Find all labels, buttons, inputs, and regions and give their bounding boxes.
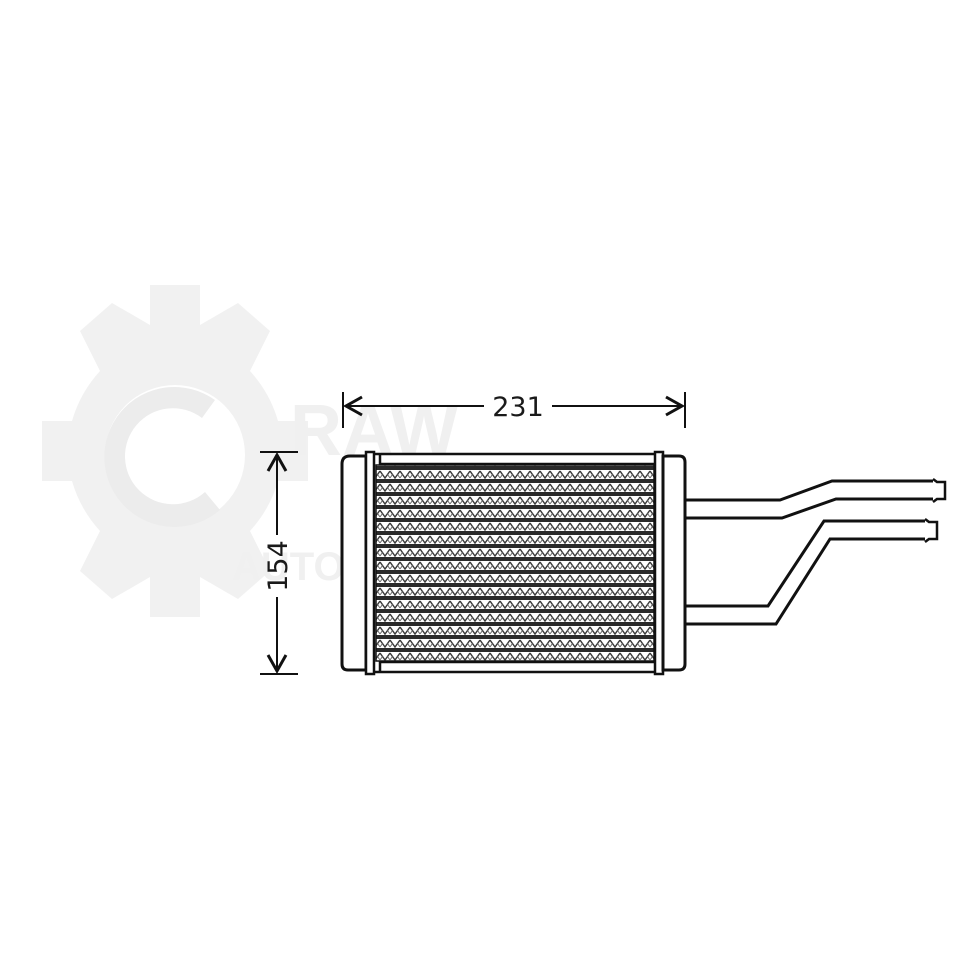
upper-pipe-top-edge [685, 479, 933, 502]
width-dimension-label: 231 [492, 392, 544, 423]
left-tank [340, 454, 368, 672]
height-dimension-label: 154 [263, 540, 294, 592]
fin-matrix [375, 464, 655, 662]
watermark-text-bottom: AUTO [232, 545, 345, 589]
upper-pipe-end [932, 478, 947, 503]
left-header-plate [364, 450, 376, 676]
heater-core [340, 450, 687, 676]
width-dimension [342, 392, 686, 428]
upper-pipe-bottom-edge [685, 497, 933, 520]
pipes [685, 478, 947, 626]
watermark-gear-logo [42, 285, 308, 617]
lower-pipe-bottom-edge [685, 537, 925, 626]
lower-pipe-top-edge [685, 519, 925, 608]
right-tank [661, 454, 687, 672]
top-side-plate [374, 452, 655, 466]
bottom-side-plate [374, 660, 655, 674]
lower-pipe-end [924, 518, 939, 543]
height-dimension [260, 451, 298, 675]
